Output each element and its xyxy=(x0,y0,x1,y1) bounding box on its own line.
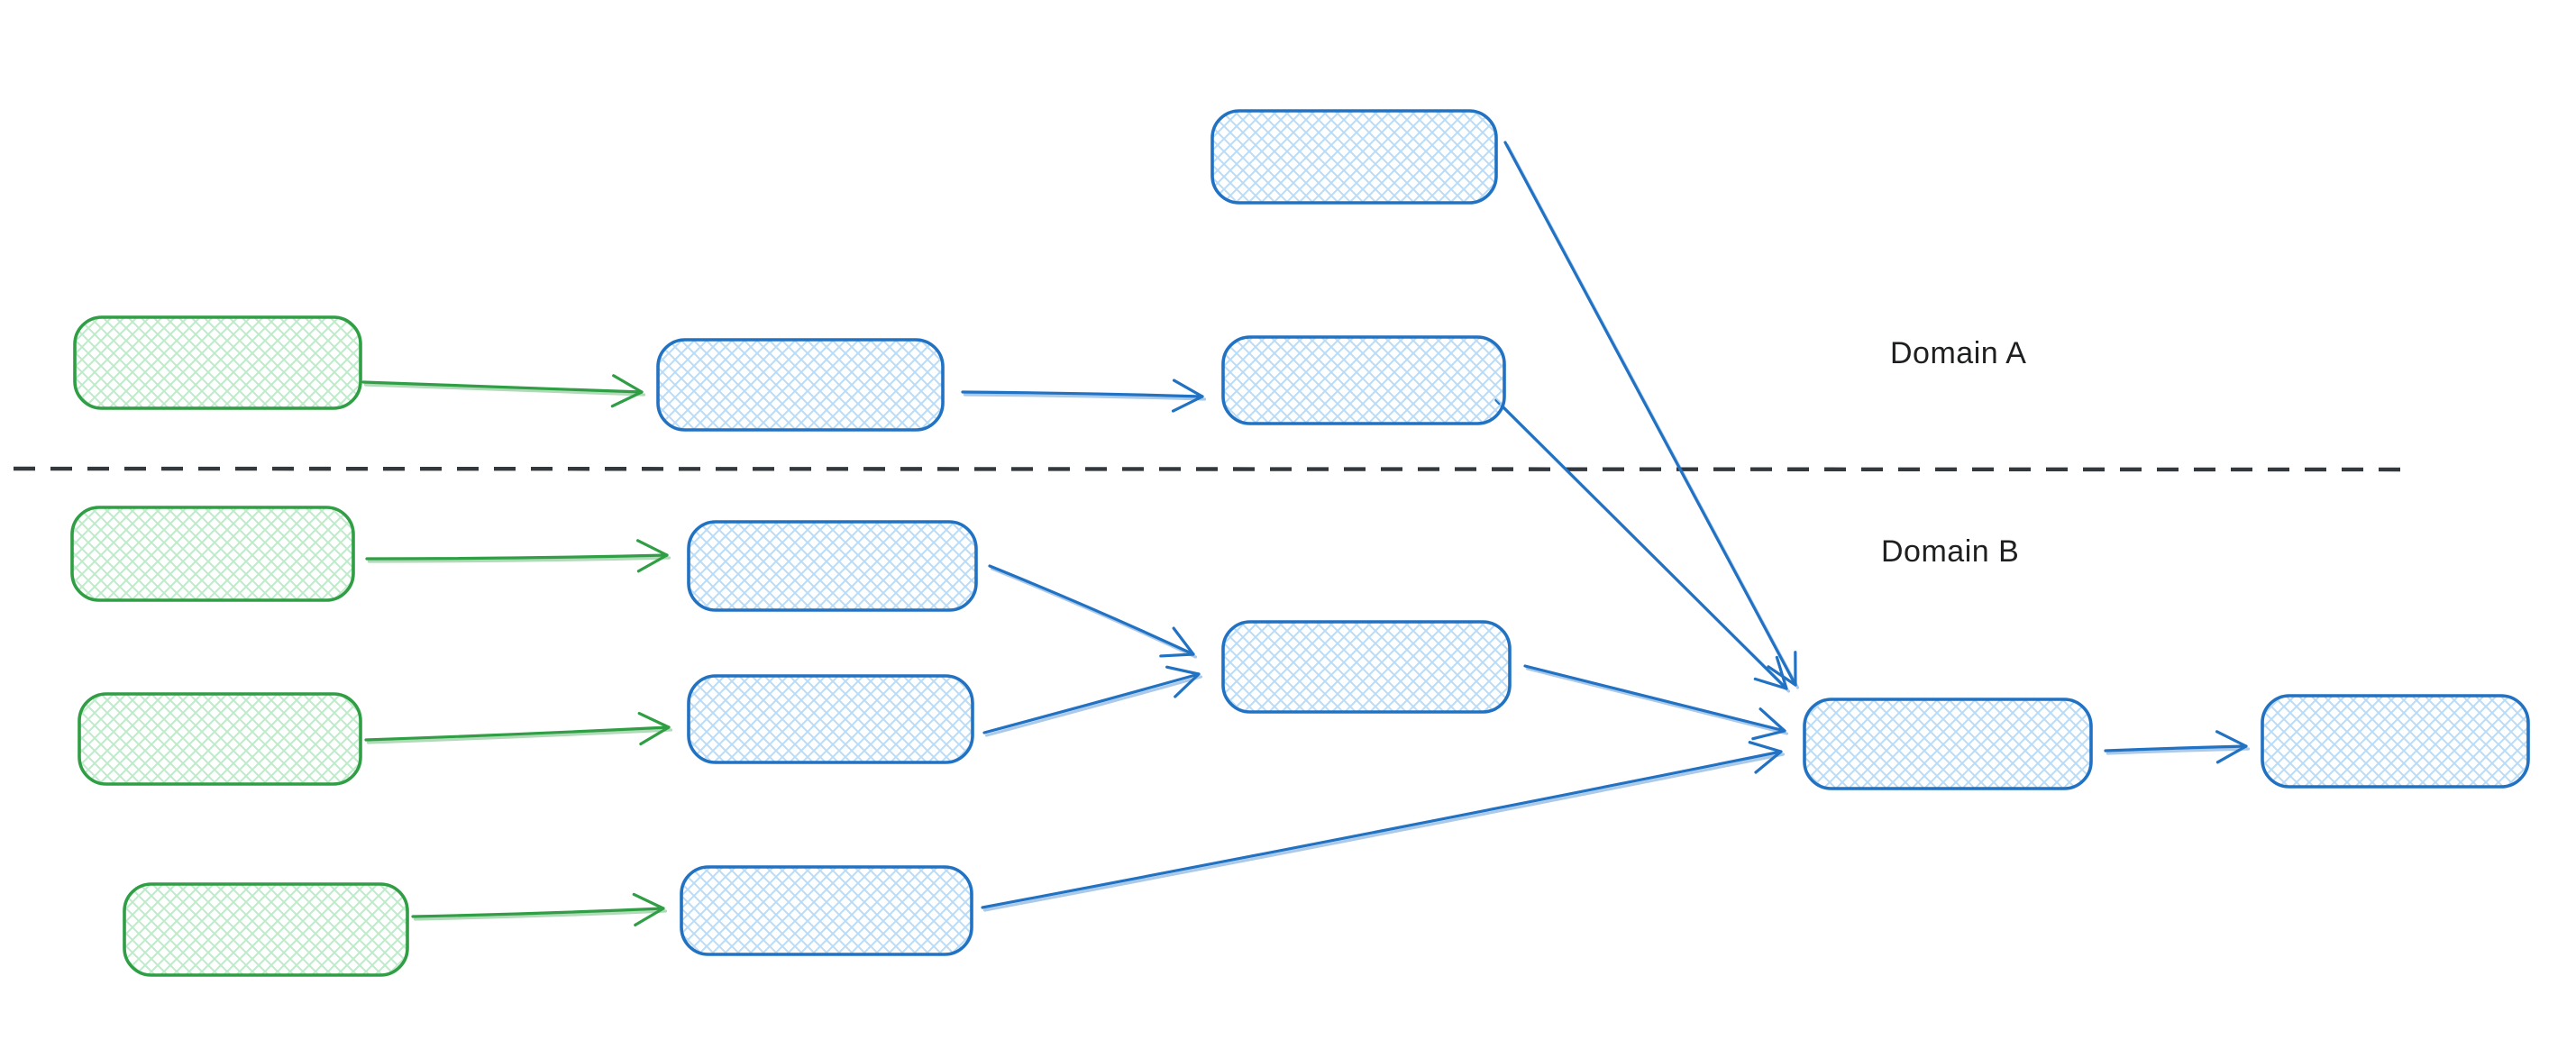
edge-blue-b-merge-to-blue-sink[interactable] xyxy=(1523,664,1786,741)
edge-blue-sink-to-blue-output[interactable] xyxy=(2104,730,2248,764)
edge-green-b-3-to-blue-b-3[interactable] xyxy=(411,892,665,926)
edge-blue-b-3-to-blue-sink[interactable] xyxy=(981,741,1783,909)
node-blue-b-1[interactable] xyxy=(687,520,978,612)
node-blue-a-top[interactable] xyxy=(1210,109,1498,205)
edge-blue-b-2-to-blue-b-merge[interactable] xyxy=(982,665,1201,734)
node-blue-a-1[interactable] xyxy=(656,338,945,432)
domain-b-label: Domain B xyxy=(1881,534,2019,569)
node-green-b-3[interactable] xyxy=(123,882,409,977)
node-blue-b-2[interactable] xyxy=(687,674,974,764)
domain-a-label: Domain A xyxy=(1890,336,2026,370)
edge-green-b-1-to-blue-b-1[interactable] xyxy=(365,539,669,573)
edge-green-a-to-blue-a-1[interactable] xyxy=(361,374,644,408)
node-green-b-2[interactable] xyxy=(78,692,362,786)
node-blue-b-3[interactable] xyxy=(680,865,973,956)
node-blue-sink[interactable] xyxy=(1803,698,2093,790)
node-green-b-1[interactable] xyxy=(70,506,355,602)
edge-green-b-2-to-blue-b-2[interactable] xyxy=(364,711,671,746)
edge-blue-a-top-to-blue-sink[interactable] xyxy=(1503,141,1797,687)
edge-blue-a-2-to-blue-sink[interactable] xyxy=(1494,398,1788,690)
node-blue-a-2[interactable] xyxy=(1221,335,1506,425)
edge-blue-b-1-to-blue-b-merge[interactable] xyxy=(988,564,1195,658)
domain-divider-dashed-line xyxy=(13,466,2413,472)
node-blue-b-merge[interactable] xyxy=(1221,620,1512,714)
edge-blue-a-1-to-blue-a-2[interactable] xyxy=(961,379,1204,413)
node-blue-output[interactable] xyxy=(2261,694,2530,789)
node-green-a[interactable] xyxy=(73,315,362,410)
